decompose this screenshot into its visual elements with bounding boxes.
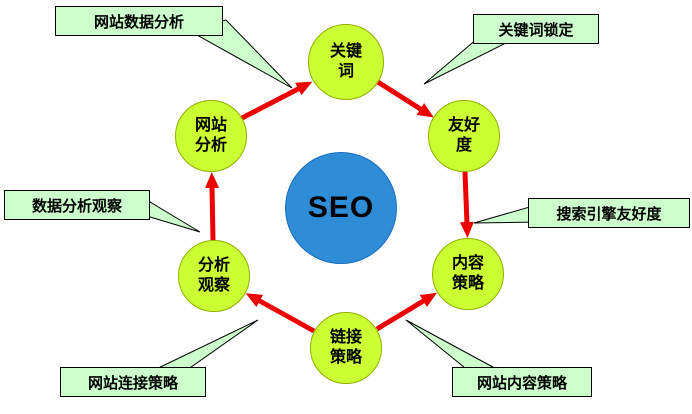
node-content-strategy-label: 内容 策略: [451, 255, 484, 292]
arrow-site-analysis-to-keywords: [240, 81, 313, 121]
callout-search-engine-friendly: 搜索引擎友好度: [528, 198, 690, 228]
node-site-analysis-label: 网站 分析: [194, 117, 227, 154]
arrow-link-to-analysis: [245, 293, 316, 334]
callout-site-data-analysis: 网站数据分析: [55, 6, 223, 36]
node-analysis-observation: 分析 观察: [178, 240, 250, 312]
arrow-keywords-to-friendliness: [376, 79, 434, 118]
arrow-analysis-to-site-analysis: [205, 172, 220, 241]
callout-site-link-strategy: 网站连接策略: [60, 367, 206, 397]
node-friendliness-label: 友好 度: [447, 117, 480, 154]
callout-tail-site-content-strategy: [405, 319, 503, 373]
callout-keyword-lock: 关键词锁定: [473, 14, 599, 44]
callout-search-engine-friendly-label: 搜索引擎友好度: [556, 205, 662, 223]
callout-site-content-strategy-label: 网站内容策略: [476, 374, 567, 392]
node-link-strategy-label: 链接 策略: [329, 329, 362, 366]
node-keywords: 关键 词: [308, 24, 384, 100]
arrow-link-to-content: [375, 292, 437, 332]
callout-site-link-strategy-label: 网站连接策略: [87, 374, 178, 392]
center-node-seo: SEO: [285, 152, 397, 264]
node-site-analysis: 网站 分析: [175, 100, 247, 172]
callout-data-analysis-observe: 数据分析观察: [4, 190, 150, 220]
node-friendliness: 友好 度: [428, 100, 500, 172]
node-keywords-label: 关键 词: [329, 43, 362, 80]
callout-tail-site-link-strategy: [149, 319, 259, 373]
center-node-label: SEO: [307, 191, 375, 225]
node-analysis-observation-label: 分析 观察: [197, 257, 230, 294]
callout-site-content-strategy: 网站内容策略: [452, 367, 592, 397]
arrow-friendliness-to-content: [459, 171, 474, 238]
callout-data-analysis-observe-label: 数据分析观察: [31, 197, 122, 215]
callout-tail-keyword-lock: [423, 37, 510, 85]
node-link-strategy: 链接 策略: [310, 312, 382, 384]
callout-keyword-lock-label: 关键词锁定: [498, 21, 574, 39]
callout-site-data-analysis-label: 网站数据分析: [93, 13, 184, 31]
node-content-strategy: 内容 策略: [432, 238, 504, 310]
